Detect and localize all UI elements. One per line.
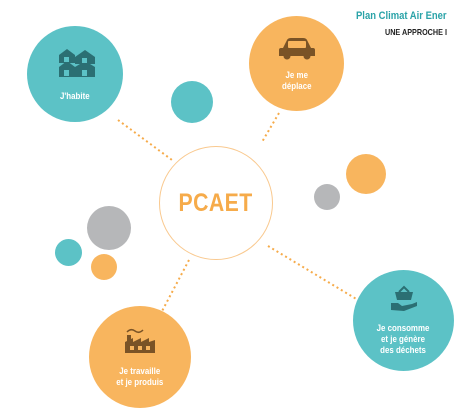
dot-grey-right <box>314 184 340 210</box>
header-subtitle: UNE APPROCHE I <box>385 27 447 37</box>
connector-consomme <box>267 245 359 301</box>
node-deplace: Je me déplace <box>249 16 344 111</box>
connector-habite <box>117 119 173 161</box>
dot-orange-small <box>91 254 117 280</box>
connector-travaille <box>159 259 190 316</box>
factory-icon <box>123 326 157 361</box>
dot-teal-small <box>55 239 82 266</box>
node-consomme: Je consomme et je génère des déchets <box>353 270 454 371</box>
node-consomme-label: Je consomme et je génère des déchets <box>377 323 430 355</box>
center-node: PCAET <box>159 146 273 260</box>
center-label: PCAET <box>178 188 254 217</box>
basket-hand-icon <box>388 285 420 318</box>
node-deplace-label: Je me déplace <box>281 69 312 91</box>
dot-orange-right <box>346 154 386 194</box>
dot-grey-left <box>87 206 131 250</box>
connector-deplace <box>261 112 280 143</box>
node-habite: J'habite <box>27 26 123 122</box>
car-icon <box>277 36 317 65</box>
dot-teal-large <box>171 81 213 123</box>
node-travaille: Je travaille et je produis <box>89 306 191 408</box>
header-title: Plan Climat Air Ener <box>356 10 447 22</box>
node-travaille-label: Je travaille et je produis <box>116 366 164 387</box>
node-habite-label: J'habite <box>60 90 90 101</box>
houses-icon <box>55 47 95 86</box>
